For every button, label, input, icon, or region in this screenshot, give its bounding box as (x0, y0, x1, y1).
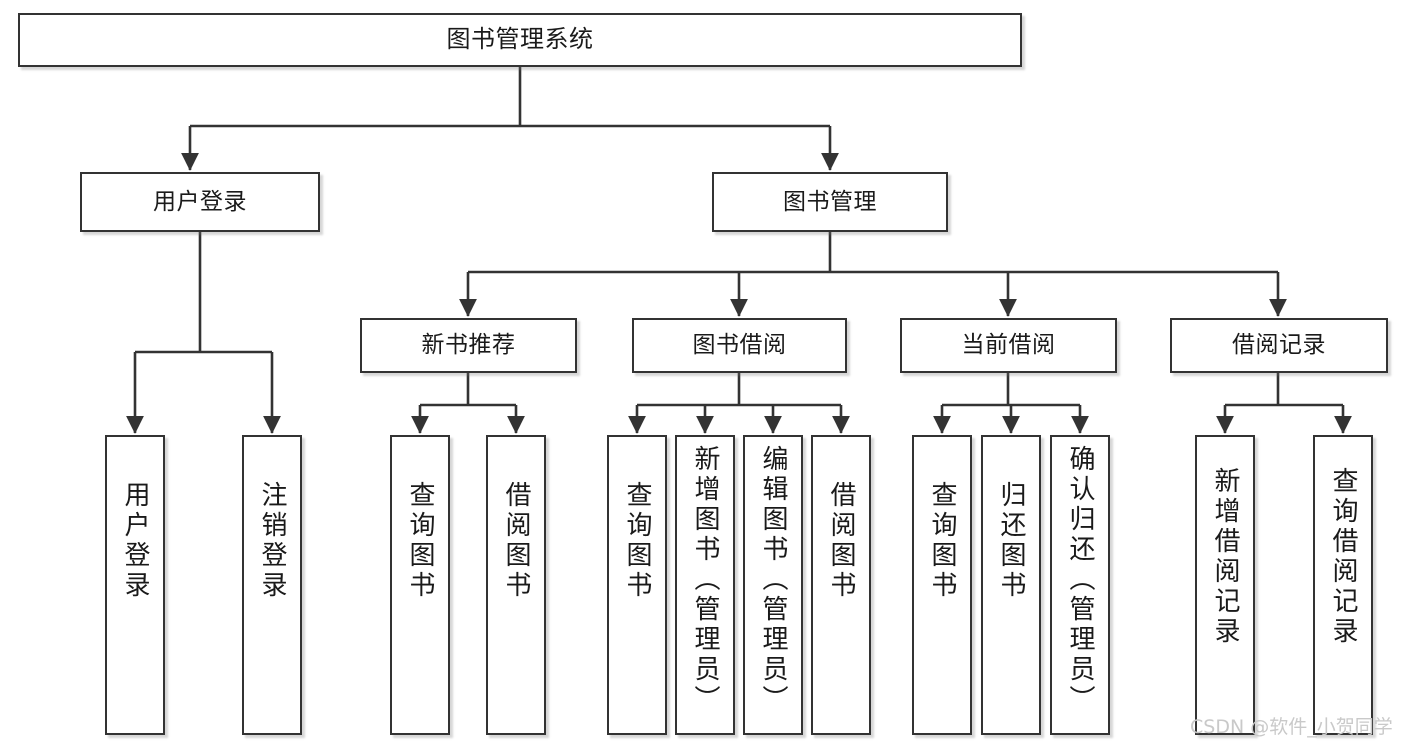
node-label: 当前借阅 (961, 332, 1056, 359)
leaf-add-borrow-record[interactable]: 新增借阅记录 (1195, 435, 1255, 735)
node-user-login[interactable]: 用户登录 (80, 172, 320, 232)
node-label: 查询借阅记录 (1328, 467, 1358, 647)
node-label: 查询图书 (927, 481, 957, 601)
node-label: 新增借阅记录 (1210, 467, 1240, 647)
node-book-management[interactable]: 图书管理 (712, 172, 948, 232)
leaf-query-book-newbook[interactable]: 查询图书 (390, 435, 450, 735)
leaf-query-book-borrow[interactable]: 查询图书 (607, 435, 667, 735)
node-label: 注销登录 (257, 481, 287, 601)
node-borrow-record[interactable]: 借阅记录 (1170, 318, 1388, 373)
node-label: 编辑图书（管理员） (758, 445, 788, 715)
node-label: 新增图书（管理员） (690, 445, 720, 715)
leaf-user-login[interactable]: 用户登录 (105, 435, 165, 735)
node-label: 确认归还（管理员） (1065, 445, 1095, 715)
node-label: 图书管理系统 (446, 25, 594, 54)
leaf-confirm-return-admin[interactable]: 确认归还（管理员） (1050, 435, 1110, 735)
node-label: 用户登录 (153, 188, 247, 215)
node-label: 查询图书 (622, 481, 652, 601)
node-root-library-system[interactable]: 图书管理系统 (18, 13, 1022, 67)
node-label: 图书管理 (783, 188, 877, 215)
node-current-borrow[interactable]: 当前借阅 (900, 318, 1117, 373)
node-new-book-recommend[interactable]: 新书推荐 (360, 318, 577, 373)
node-label: 归还图书 (996, 481, 1026, 601)
node-book-borrow[interactable]: 图书借阅 (632, 318, 847, 373)
leaf-query-borrow-record[interactable]: 查询借阅记录 (1313, 435, 1373, 735)
node-label: 图书借阅 (692, 332, 787, 359)
leaf-return-book[interactable]: 归还图书 (981, 435, 1041, 735)
node-label: 用户登录 (120, 481, 150, 601)
leaf-borrow-book[interactable]: 借阅图书 (811, 435, 871, 735)
leaf-query-book-current[interactable]: 查询图书 (912, 435, 972, 735)
leaf-add-book-admin[interactable]: 新增图书（管理员） (675, 435, 735, 735)
node-label: 借阅记录 (1232, 332, 1326, 359)
node-label: 查询图书 (405, 481, 435, 601)
csdn-watermark: CSDN @软件_小贺同学 (1190, 716, 1393, 738)
leaf-borrow-book-newbook[interactable]: 借阅图书 (486, 435, 546, 735)
leaf-edit-book-admin[interactable]: 编辑图书（管理员） (743, 435, 803, 735)
leaf-logout[interactable]: 注销登录 (242, 435, 302, 735)
node-label: 新书推荐 (421, 332, 516, 359)
node-label: 借阅图书 (501, 481, 531, 601)
node-label: 借阅图书 (826, 481, 856, 601)
